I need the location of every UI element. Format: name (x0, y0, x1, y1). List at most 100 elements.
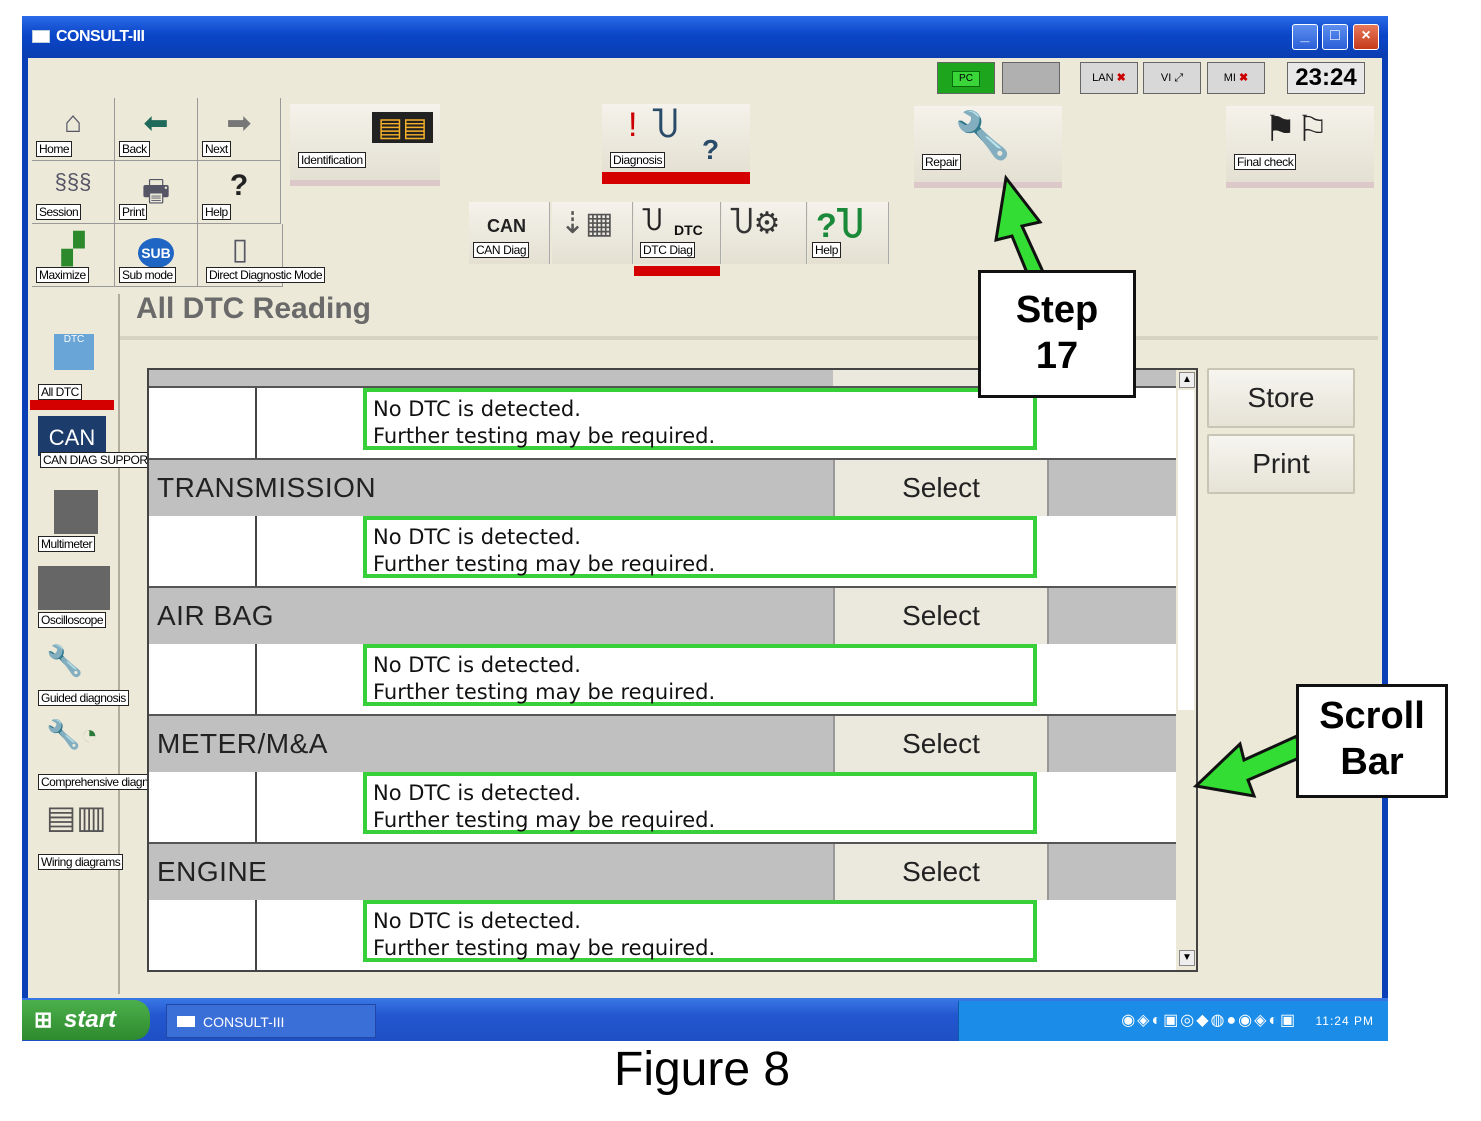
system-row-transmission: TRANSMISSION Select (149, 458, 1178, 518)
all-dtc-button[interactable]: DTC All DTC (32, 330, 116, 400)
flowchart-icon: ⇣▦ (560, 207, 614, 240)
final-check-button[interactable]: ⚑⚐ Final check (1226, 106, 1374, 188)
oscilloscope-button[interactable]: Oscilloscope (32, 562, 116, 632)
vi-label: VI (1160, 72, 1172, 84)
system-name: AIR BAG (157, 600, 275, 631)
print-button[interactable]: Print (1207, 434, 1355, 494)
system-tray: ◉◈◐▣◎◆◍●◉◈◐▣ 11:24 PM (958, 1001, 1388, 1041)
pc-label: PC (952, 71, 980, 87)
select-transmission-button[interactable]: Select (833, 460, 1049, 516)
multimeter-button[interactable]: Multimeter (32, 486, 116, 556)
minimize-button[interactable]: _ (1292, 24, 1318, 50)
home-button[interactable]: ⌂Home (32, 98, 115, 161)
flowchart-button[interactable]: ⇣▦ (552, 202, 633, 264)
can-diag-button[interactable]: CAN CAN Diag (469, 202, 550, 264)
identification-label: Identification (298, 152, 366, 168)
dtc-diag-button[interactable]: Ⴎ DTC DTC Diag (634, 202, 721, 264)
multimeter-icon (54, 490, 98, 534)
start-label: start (64, 1006, 117, 1033)
system-name: ENGINE (157, 856, 268, 887)
direct-mode-label: Direct Diagnostic Mode (206, 267, 326, 283)
dtc-message: No DTC is detected.Further testing may b… (363, 388, 1037, 450)
back-arrow-icon: ⬅ (143, 107, 169, 140)
all-dtc-icon: DTC (54, 334, 94, 370)
table-row: No DTC is detected.Further testing may b… (149, 388, 1178, 458)
tools-button[interactable]: Ⴎ⚙ (722, 202, 807, 264)
tray-clock: 11:24 PM (1315, 1014, 1374, 1028)
identification-button[interactable]: ▤▤ Identification (290, 104, 440, 186)
diagnosis-selected-indicator (602, 172, 750, 184)
sub-help-label: Help (812, 242, 842, 258)
dtc-message: No DTC is detected.Further testing may b… (363, 516, 1037, 578)
close-button[interactable]: × (1353, 24, 1379, 50)
scroll-arrow-icon (1192, 733, 1301, 798)
title-bar[interactable]: CONSULT-III _ □ × (22, 16, 1388, 58)
dtc-stethoscope-icon: Ⴎ (642, 206, 663, 236)
session-button[interactable]: §§§Session (32, 161, 115, 224)
scroll-down-arrow-icon[interactable]: ▼ (1179, 950, 1195, 966)
sub-mode-icon: SUB (138, 238, 174, 268)
multimeter-label: Multimeter (38, 536, 96, 552)
table-row: No DTC is detected.Further testing may b… (149, 772, 1178, 842)
scroll-track-upper[interactable] (1178, 390, 1194, 710)
start-button[interactable]: ⊞ start (22, 1000, 150, 1040)
dtc-badge: DTC (674, 222, 703, 238)
home-icon: ⌂ (63, 106, 83, 139)
title-divider (120, 336, 1378, 340)
mi-status: MI ✖ (1207, 62, 1265, 94)
sub-help-button[interactable]: ?Ⴎ Help (808, 202, 889, 264)
figure-caption: Figure 8 (614, 1043, 791, 1096)
clock: 23:24 (1287, 62, 1365, 94)
system-row-meter: METER/M&A Select (149, 714, 1178, 774)
can-icon: CAN (38, 416, 106, 456)
help-stethoscope-icon: ?Ⴎ (816, 207, 864, 245)
system-name: METER/M&A (157, 728, 328, 759)
oscilloscope-icon (38, 566, 110, 610)
maximize-label: Maximize (36, 267, 89, 283)
dtc-diag-label: DTC Diag (640, 242, 696, 258)
system-name: TRANSMISSION (157, 472, 377, 503)
back-button[interactable]: ⬅Back (115, 98, 198, 161)
scroll-up-arrow-icon[interactable]: ▲ (1179, 372, 1195, 388)
help-toolbar-label: Help (202, 204, 231, 220)
maximize-window-button[interactable]: □ (1322, 24, 1348, 50)
store-button[interactable]: Store (1207, 368, 1355, 428)
select-air-bag-button[interactable]: Select (833, 588, 1049, 644)
window-title: CONSULT-III (56, 28, 145, 45)
session-label: Session (36, 204, 82, 220)
comprehensive-diagnosis-button[interactable]: 🔧◔ Comprehensive diagnosis (32, 714, 171, 790)
guided-diagnosis-button[interactable]: 🔧 Guided diagnosis (32, 640, 129, 710)
help-toolbar-button[interactable]: ?Help (198, 161, 281, 224)
next-button[interactable]: ➡Next (198, 98, 281, 161)
guided-diagnosis-icon: 🔧 (46, 645, 84, 678)
dtc-diag-selected-indicator (634, 266, 720, 276)
lan-label: LAN (1092, 72, 1114, 84)
repair-button[interactable]: 🔧 Repair (914, 106, 1062, 188)
checkered-flag-icon: ⚑⚐ (1264, 108, 1329, 149)
taskbar-item-consult[interactable]: CONSULT-III (166, 1004, 376, 1038)
vi-status: VI ⤢ (1143, 62, 1201, 94)
guided-diagnosis-label: Guided diagnosis (38, 690, 129, 706)
window-icon (177, 1016, 195, 1027)
lan-error-icon: ✖ (1116, 72, 1126, 84)
maximize-button[interactable]: ▞Maximize (32, 224, 115, 287)
can-diag-label: CAN Diag (473, 242, 530, 258)
select-meter-button[interactable]: Select (833, 716, 1049, 772)
direct-mode-icon: ▯ (231, 233, 249, 266)
dtc-message: No DTC is detected.Further testing may b… (363, 772, 1037, 834)
dtc-message: No DTC is detected.Further testing may b… (363, 900, 1037, 962)
print-toolbar-label: Print (119, 204, 148, 220)
wiring-diagrams-label: Wiring diagrams (38, 854, 124, 870)
back-label: Back (119, 141, 150, 157)
wiring-diagrams-button[interactable]: ▤▥ Wiring diagrams (32, 794, 124, 870)
vertical-scrollbar[interactable]: ▲ ▼ (1176, 368, 1198, 972)
direct-diagnostic-mode-button[interactable]: ▯Direct Diagnostic Mode (198, 224, 326, 287)
tray-icons[interactable]: ◉◈◐▣◎◆◍●◉◈◐▣ (1121, 1012, 1298, 1029)
identification-icon: ▤▤ (372, 112, 434, 143)
diagnosis-alert-icon: ! (628, 106, 638, 144)
print-toolbar-button[interactable]: 🖶Print (115, 161, 198, 224)
question-icon: ? (702, 134, 720, 165)
select-engine-button[interactable]: Select (833, 844, 1049, 900)
